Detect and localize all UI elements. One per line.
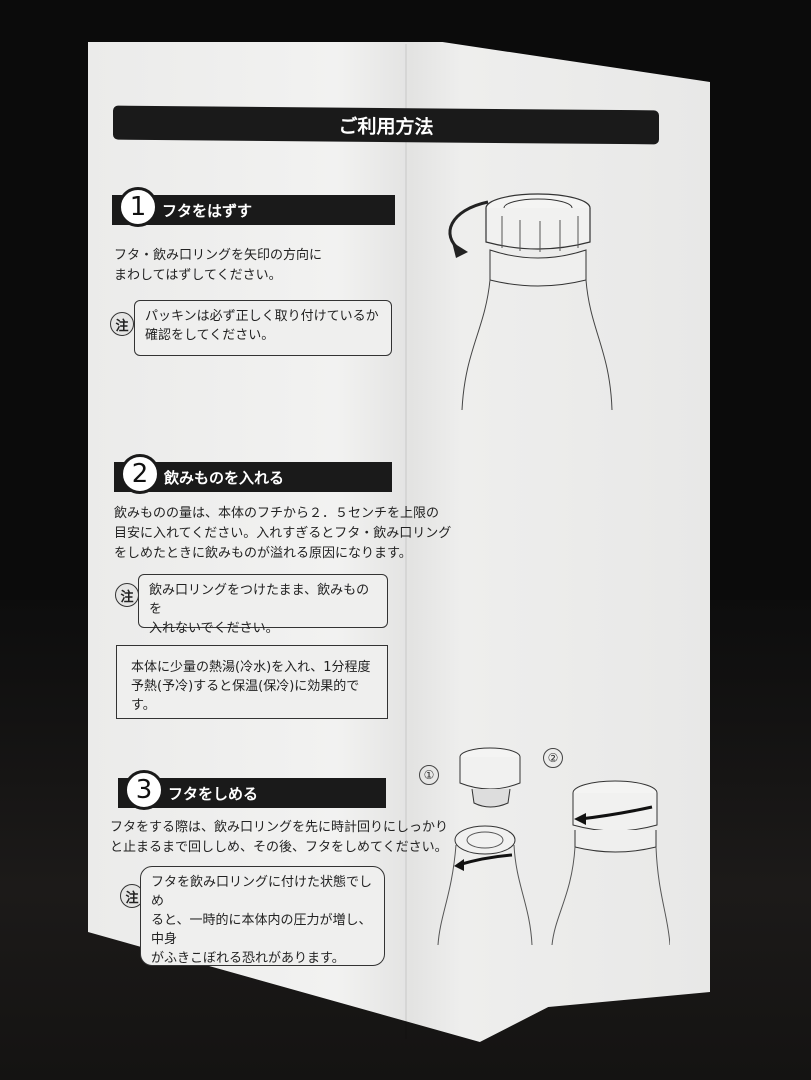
page-title: ご利用方法 xyxy=(113,105,659,145)
step-3-body-line: フタをする際は、飲み口リングを先に時計回りにしっかり xyxy=(110,820,449,835)
step-1-header: 1 フタをはずす xyxy=(112,187,395,227)
caution-icon: 注 xyxy=(110,312,134,336)
step-1-number: 1 xyxy=(118,187,158,227)
step-2-body: 飲みものの量は、本体のフチから２．５センチを上限の 目安に入れてください。入れす… xyxy=(114,504,451,564)
clockwise-arrow-icon xyxy=(457,853,513,867)
step-1-body: フタ・飲み口リングを矢印の方向に まわしてはずしてください。 xyxy=(114,246,322,286)
step-2-tip-box: 本体に少量の熱湯(冷水)を入れ、1分程度 予熱(予冷)すると保温(保冷)に効果的… xyxy=(116,645,388,719)
note-line: 確認をしてください。 xyxy=(145,328,275,343)
step-2-body-line: 飲みものの量は、本体のフチから２．５センチを上限の xyxy=(114,506,440,521)
step-2-header: 2 飲みものを入れる xyxy=(114,454,392,494)
note-line: パッキンは必ず正しく取り付けているか xyxy=(145,309,379,324)
step-3-number: 3 xyxy=(124,770,164,810)
step-2-number: 2 xyxy=(120,454,160,494)
step-1-body-line: まわしてはずしてください。 xyxy=(114,268,282,283)
note-line: フタを飲み口リングに付けた状態でしめ xyxy=(151,875,373,909)
note-line: 飲み口リングをつけたまま、飲みものを xyxy=(149,583,370,617)
step-1-heading: フタをはずす xyxy=(162,201,253,220)
illustration-label-1: ① xyxy=(419,765,439,785)
note-line: ると、一時的に本体内の圧力が増し、中身 xyxy=(151,913,372,947)
step-1-body-line: フタ・飲み口リングを矢印の方向に xyxy=(114,248,323,263)
step-3-header: 3 フタをしめる xyxy=(118,770,386,810)
step-2-body-line: をしめたときに飲みものが溢れる原因になります。 xyxy=(114,546,412,561)
step-1-caution-note: パッキンは必ず正しく取り付けているか 確認をしてください。 xyxy=(134,300,392,356)
note-line: がふきこぼれる恐れがあります。 xyxy=(151,951,345,966)
counterclockwise-arrow-icon xyxy=(579,805,653,821)
tip-line: 本体に少量の熱湯(冷水)を入れ、1分程度 xyxy=(131,660,371,675)
tip-line: 予熱(予冷)すると保温(保冷)に効果的です。 xyxy=(131,679,360,713)
rotate-arrow-icon xyxy=(448,200,489,252)
step-2-body-line: 目安に入れてください。入れすぎるとフタ・飲み口リング xyxy=(114,526,452,541)
cap-closing-illustration xyxy=(437,747,670,945)
step-3-body-line: と止まるまで回ししめ、その後、フタをしめてください。 xyxy=(110,840,448,855)
step-2-caution-note: 飲み口リングをつけたまま、飲みものを 入れないでください。 xyxy=(138,574,388,636)
bottle-cap-removal-illustration xyxy=(448,193,613,411)
caution-icon: 注 xyxy=(115,583,139,607)
paper-fold-line xyxy=(405,44,407,1039)
step-3-heading: フタをしめる xyxy=(168,784,259,803)
step-3-body: フタをする際は、飲み口リングを先に時計回りにしっかり と止まるまで回ししめ、その… xyxy=(110,818,448,858)
step-3-caution-note: フタを飲み口リングに付けた状態でしめ ると、一時的に本体内の圧力が増し、中身 が… xyxy=(140,866,385,966)
note-line: 入れないでください。 xyxy=(149,621,279,636)
step-2-heading: 飲みものを入れる xyxy=(164,468,285,487)
illustration-label-2: ② xyxy=(543,748,563,768)
